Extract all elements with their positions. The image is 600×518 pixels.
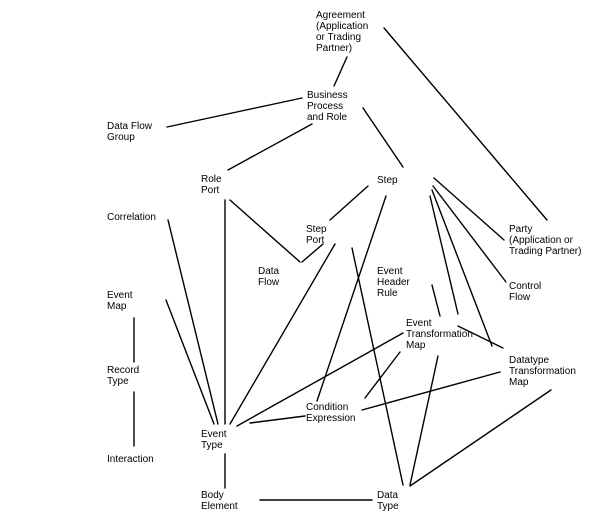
node-event-header-rule: Event Header Rule [377,266,413,299]
connector-condition-expression-event-type [249,415,306,424]
node-labels: Agreement (Application or Trading Partne… [107,10,581,512]
node-correlation: Correlation [107,212,156,223]
node-step: Step [377,175,398,186]
node-event-map: Event Map [107,290,135,312]
connector-datatype-transformation-map-data-type [409,389,552,487]
connector-condition-expression-datatype-transformation-map [361,371,501,411]
connector-step-control-flow [432,185,507,283]
connector-correlation-event-type [167,219,219,425]
connector-lines [133,27,552,501]
connector-event-transformation-map-datatype-transformation-map [457,325,504,349]
node-body-element: Body Element [201,490,238,512]
connector-step-port-data-flow [301,243,324,263]
connector-event-transformation-map-event-type [236,332,404,427]
node-control-flow: Control Flow [509,281,544,303]
node-event-type: Event Type [201,429,229,451]
connector-step-port-data-type [351,247,404,486]
connector-step-condition-expression [316,195,387,402]
connector-step-step-port [329,185,369,221]
connector-data-flow-group-business-process [166,97,303,128]
connector-role-port-data-flow [229,199,301,263]
connector-event-transformation-map-data-type [409,355,439,486]
connector-business-process-step [362,107,404,168]
node-role-port: Role Port [201,174,224,196]
connector-event-transformation-map-condition-expression [364,351,401,399]
connector-agreement-business-process [333,56,348,87]
node-agreement: Agreement (Application or Trading Partne… [316,10,371,54]
connector-event-header-rule-event-transformation-map [431,284,441,317]
connector-business-process-role-port [227,123,313,171]
connector-agreement-party [383,27,548,221]
node-business-process: Business Process and Role [307,90,350,123]
connector-step-port-event-type [229,243,336,425]
node-data-flow: Data Flow [258,266,282,288]
connector-event-map-event-type [165,299,215,425]
node-data-type: Data Type [377,490,401,512]
node-event-transformation-map: Event Transformation Map [406,318,476,351]
connector-step-datatype-transformation-map [431,189,493,347]
node-condition-expression: Condition Expression [306,402,355,424]
connector-step-party [433,177,505,241]
node-interaction: Interaction [107,454,154,465]
node-datatype-transformation-map: Datatype Transformation Map [509,355,579,388]
connector-step-event-transformation-map [429,195,459,315]
node-party: Party (Application or Trading Partner) [509,224,581,257]
node-record-type: Record Type [107,365,142,387]
node-data-flow-group: Data Flow Group [107,121,155,143]
node-step-port: Step Port [306,224,329,246]
